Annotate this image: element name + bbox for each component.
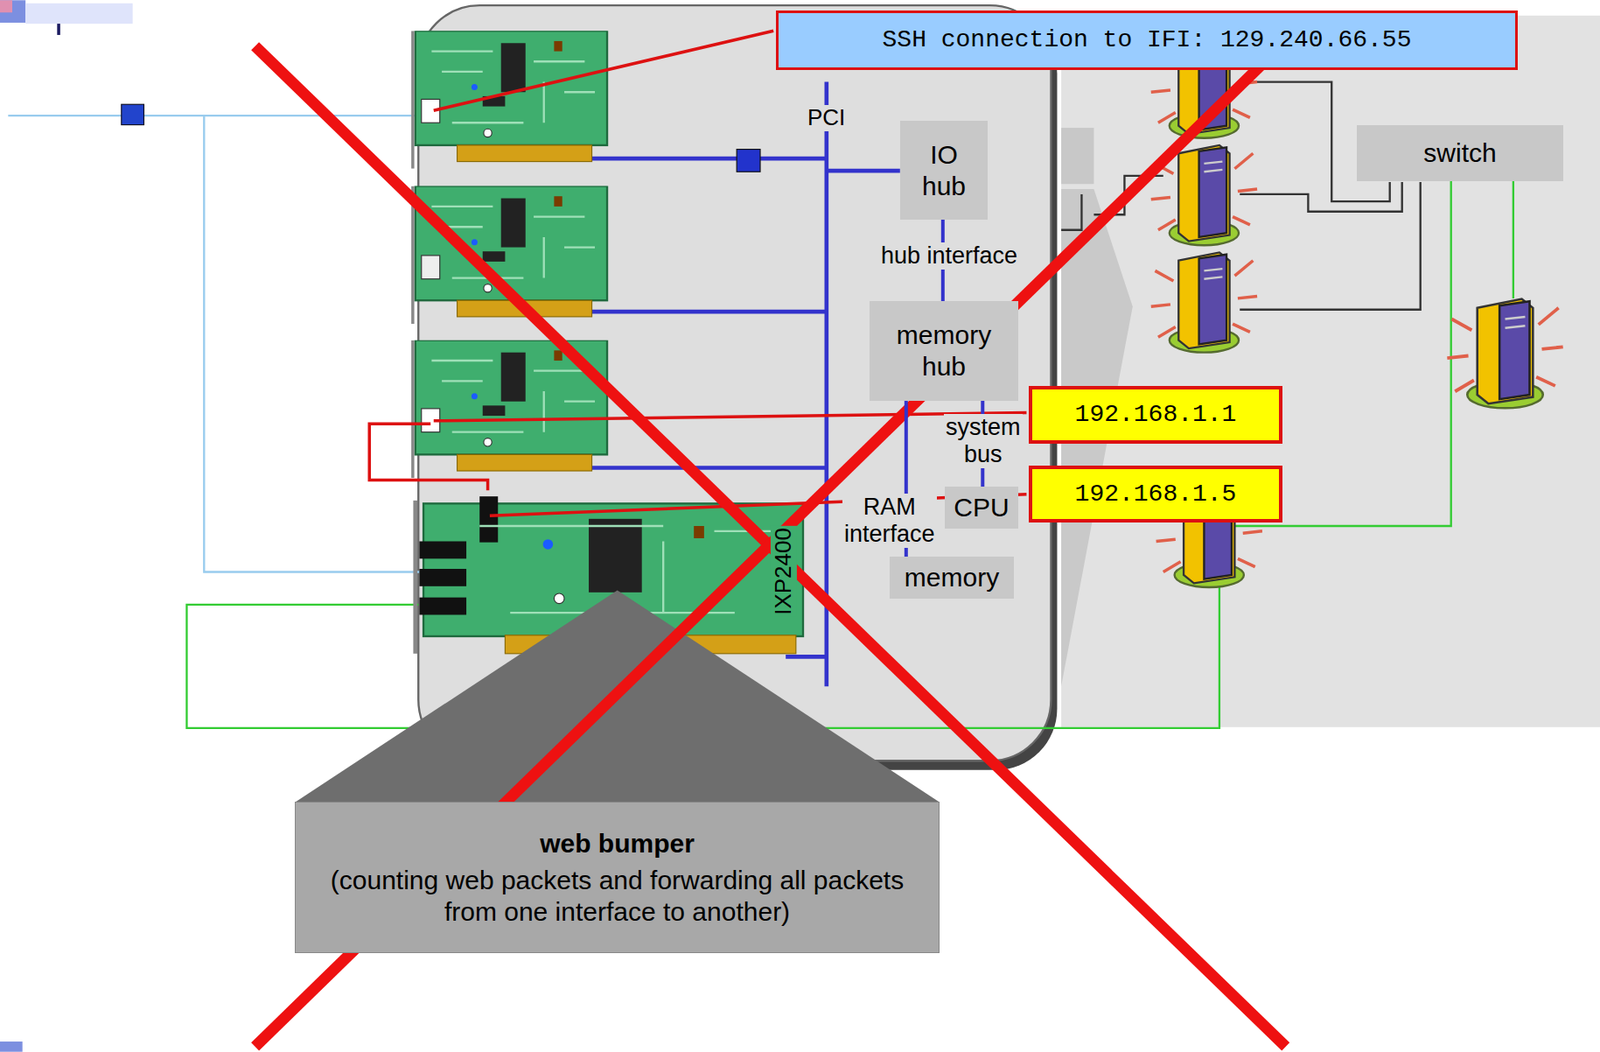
drawing-part bbox=[553, 593, 565, 604]
corner-decor bbox=[0, 0, 133, 1051]
bus-label: system bus bbox=[943, 413, 1023, 469]
lan-tap bbox=[121, 104, 145, 125]
drawing-part bbox=[25, 3, 133, 24]
memory-box: memory bbox=[889, 556, 1014, 599]
hidden-box bbox=[1061, 127, 1094, 184]
cpu-box: CPU bbox=[944, 486, 1019, 529]
node-title: IO hub bbox=[922, 139, 966, 203]
lan-cable bbox=[7, 115, 420, 572]
computer-icon bbox=[1151, 251, 1258, 352]
drawing-part bbox=[0, 0, 26, 23]
hub-box: IO hub bbox=[900, 120, 988, 220]
drawing-part bbox=[419, 568, 467, 587]
bus-label: hub interface bbox=[879, 242, 1020, 270]
nic-card bbox=[411, 30, 608, 168]
callout-box: web bumper (counting web packets and forw… bbox=[294, 801, 940, 953]
chip-name: IXP2400 bbox=[770, 525, 797, 617]
drawing-part bbox=[255, 46, 1286, 1047]
computer-icon bbox=[1446, 299, 1563, 409]
node-title: web bumper bbox=[539, 827, 695, 860]
hub-box: memory hub bbox=[869, 300, 1019, 401]
drawing-part bbox=[433, 30, 774, 111]
ssh-box: SSH connection to IFI: 129.240.66.55 bbox=[775, 10, 1518, 70]
node-title: 192.168.1.5 bbox=[1075, 479, 1237, 510]
node-title: 192.168.1.1 bbox=[1075, 399, 1237, 430]
drawing-part bbox=[419, 540, 467, 559]
bus-tap bbox=[736, 149, 761, 173]
node-title: memory hub bbox=[896, 319, 992, 383]
bus-name: PCI bbox=[805, 104, 847, 132]
drawing-part bbox=[1239, 181, 1420, 310]
node-title: CPU bbox=[953, 491, 1009, 524]
nic-card bbox=[411, 186, 608, 324]
node-title: switch bbox=[1423, 137, 1496, 169]
drawing-part bbox=[0, 0, 13, 13]
drawing-part bbox=[419, 597, 467, 615]
drawing-part bbox=[693, 525, 705, 538]
drawing-part bbox=[0, 1041, 23, 1052]
port bbox=[421, 98, 441, 432]
bus-label: RAM interface bbox=[842, 493, 937, 548]
drawing-part bbox=[1061, 194, 1082, 231]
drawing-part bbox=[588, 518, 643, 593]
drawing-part bbox=[203, 115, 420, 572]
drawing-part bbox=[412, 500, 418, 654]
green-cable bbox=[186, 166, 1513, 728]
drawing-part bbox=[543, 538, 554, 550]
switch-cables bbox=[1061, 82, 1421, 310]
drawing-part bbox=[1239, 181, 1402, 212]
drawing-part bbox=[421, 255, 441, 280]
leader-line bbox=[433, 30, 1028, 516]
ip-box: 192.168.1.1 bbox=[1028, 385, 1283, 444]
drawing-part bbox=[785, 654, 827, 659]
drawing-part bbox=[826, 168, 901, 174]
drawing-part bbox=[479, 496, 498, 542]
ip-box: 192.168.1.5 bbox=[1028, 465, 1283, 523]
drawing-part bbox=[186, 166, 1513, 728]
loop-cable bbox=[369, 423, 488, 490]
node-title: SSH connection to IFI: 129.240.66.55 bbox=[882, 25, 1412, 56]
node-body: (counting web packets and forwarding all… bbox=[302, 864, 932, 928]
drawing-part bbox=[255, 46, 1281, 1047]
cross-out bbox=[255, 46, 1286, 1047]
node-title: memory bbox=[904, 561, 1000, 594]
zoom-panel bbox=[1061, 15, 1600, 727]
switch-box: switch bbox=[1356, 125, 1564, 182]
drawing-part bbox=[7, 114, 420, 117]
drawing-part bbox=[433, 412, 1028, 421]
